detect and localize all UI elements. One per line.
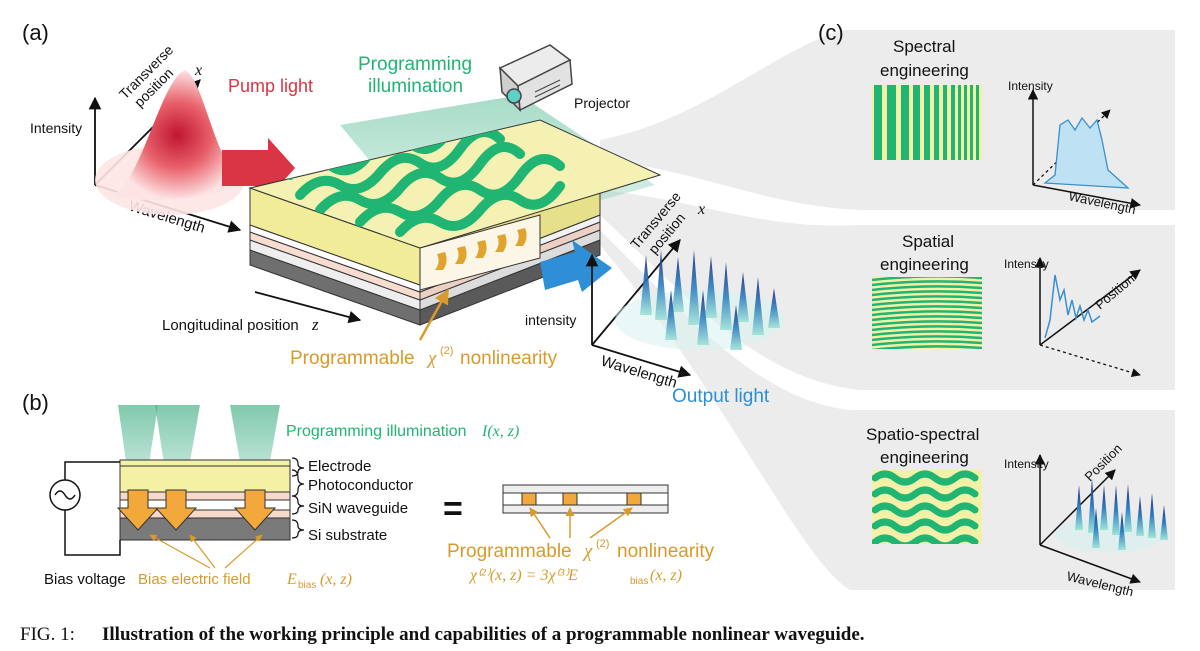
longitudinal-label: Longitudinal position	[162, 317, 299, 334]
pump-light-label: Pump light	[228, 76, 313, 96]
chi2-symbol-b: χ	[582, 541, 593, 562]
waveguide-chip	[248, 119, 662, 326]
bias-voltage-label: Bias voltage	[44, 571, 126, 588]
chi2-pointers-b	[529, 507, 633, 539]
chi2-sup-a: (2)	[440, 345, 453, 357]
chi2-equation-sub: bias	[630, 576, 648, 587]
bias-field-sub: bias	[298, 580, 316, 591]
longitudinal-axis	[254, 291, 362, 324]
pump-intensity-label: Intensity	[30, 120, 82, 136]
panel-a-tag: (a)	[22, 20, 49, 45]
chi2-pointer-a	[418, 288, 450, 341]
panel-c-tag: (c)	[818, 20, 844, 45]
layer-stack-b	[116, 459, 291, 541]
layer-electrode: Electrode	[308, 458, 371, 475]
bias-field-math: E	[286, 571, 297, 588]
panel-b-tag: (b)	[22, 390, 49, 415]
simplified-waveguide	[502, 484, 669, 514]
chi2-symbol-a: χ	[426, 348, 437, 369]
spatiospectral-intensity-label: Intensity	[1004, 457, 1049, 471]
caption-prefix: FIG. 1:	[20, 624, 75, 645]
spectral-intensity-label: Intensity	[1008, 79, 1053, 93]
layer-si: Si substrate	[308, 527, 387, 544]
programmable-label-a: Programmable	[290, 348, 415, 369]
chi2-equation: χ⁽²⁾(x, z) = 3χ⁽³⁾E	[468, 567, 578, 584]
programming-illumination-line1: Programming	[358, 54, 472, 75]
chi2-equation-end: (x, z)	[650, 567, 682, 584]
spectral-title-2: engineering	[880, 61, 969, 80]
projector-label: Projector	[574, 95, 630, 111]
layer-photoconductor: Photoconductor	[308, 477, 413, 494]
spatiospectral-title-2: engineering	[880, 448, 969, 467]
layer-braces	[291, 457, 305, 539]
equals-sign: =	[443, 490, 463, 528]
spatial-title-2: engineering	[880, 255, 969, 274]
programming-illumination-line2: illumination	[368, 76, 463, 97]
spectral-pattern	[872, 85, 982, 160]
nonlinearity-label-b: nonlinearity	[617, 541, 715, 562]
longitudinal-var: z	[311, 315, 319, 334]
bias-field-pointers	[149, 534, 263, 569]
spectral-title-1: Spectral	[893, 37, 955, 56]
spatial-pattern	[872, 277, 982, 349]
spatiospectral-pattern	[872, 470, 982, 544]
output-intensity-label: intensity	[525, 312, 576, 328]
chi2-sup-b: (2)	[596, 538, 609, 550]
programming-illumination-b: Programming illumination	[286, 423, 467, 440]
pump-gaussian	[95, 70, 245, 215]
caption-text: Illustration of the working principle an…	[102, 624, 865, 645]
layer-sin: SiN waveguide	[308, 500, 408, 517]
bias-field-label: Bias electric field	[138, 571, 251, 588]
output-x-var: x	[697, 201, 705, 218]
output-arrow	[540, 240, 612, 292]
programmable-label-b: Programmable	[447, 541, 572, 562]
bias-circuit	[49, 461, 121, 556]
spatial-intensity-label: Intensity	[1004, 257, 1049, 271]
nonlinearity-label-a: nonlinearity	[460, 348, 558, 369]
spatiospectral-title-1: Spatio-spectral	[866, 425, 979, 444]
programming-illumination-math: I(x, z)	[481, 423, 519, 440]
spatial-title-1: Spatial	[902, 232, 954, 251]
output-spikes	[615, 250, 785, 350]
pump-x-var: x	[194, 62, 202, 79]
bias-field-args: (x, z)	[320, 571, 352, 588]
output-light-label: Output light	[672, 386, 770, 407]
projector-icon	[498, 44, 573, 112]
